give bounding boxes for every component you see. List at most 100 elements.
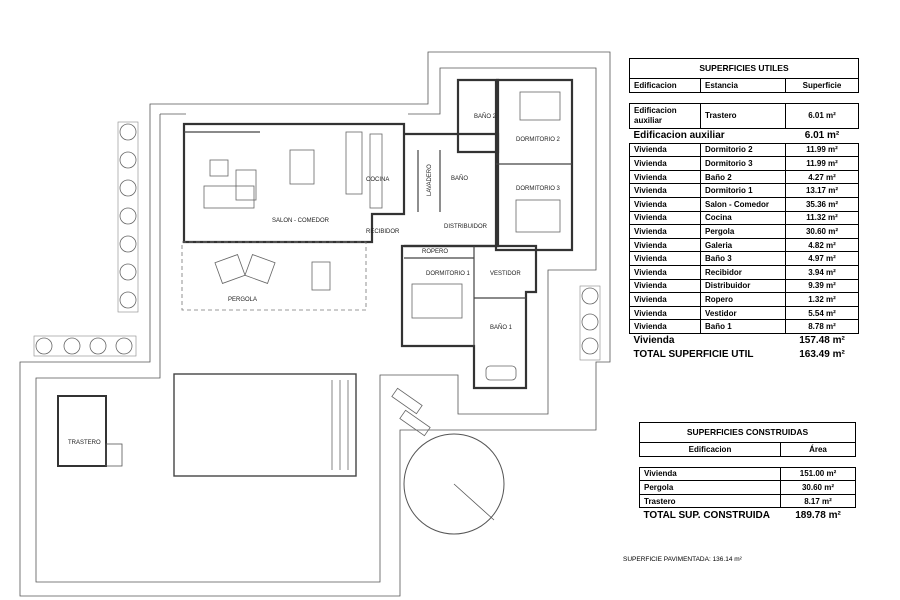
utiles-cell-estancia: Dormitorio 3 <box>700 156 786 171</box>
construidas-total-value: 189.78 m² <box>795 509 841 521</box>
utiles-cell-estancia: Ropero <box>700 292 786 307</box>
utiles-cell-superficie: 11.99 m² <box>785 156 859 171</box>
utiles-cell-superficie: 11.32 m² <box>785 210 859 226</box>
bedroom-wing-wall <box>494 78 574 252</box>
label-salon: SALON - COMEDOR <box>272 218 330 224</box>
superficie-pavimentada-note: SUPERFICIE PAVIMENTADA: 136.14 m² <box>623 556 742 563</box>
label-lavadero: LAVADERO <box>427 164 433 196</box>
construidas-cell-edificacion: Vivienda <box>639 466 781 482</box>
aux-row-estancia: Trastero <box>700 102 786 129</box>
utiles-cell-edificacion: Vivienda <box>629 319 701 334</box>
utiles-cell-edificacion: Vivienda <box>629 142 701 158</box>
utiles-cell-estancia: Pergola <box>700 224 786 239</box>
terrace-outline <box>35 67 597 583</box>
utiles-title: SUPERFICIES UTILES <box>629 58 859 79</box>
utiles-cell-edificacion: Vivienda <box>629 278 701 294</box>
utiles-cell-superficie: 13.17 m² <box>785 183 859 198</box>
label-pergola: PERGOLA <box>228 297 257 303</box>
utiles-cell-estancia: Distribuidor <box>700 278 786 294</box>
trastero-building <box>57 395 107 467</box>
label-dormitorio-2: DORMITORIO 2 <box>516 137 561 143</box>
trees-right <box>581 287 599 355</box>
trees-bottom <box>35 337 133 355</box>
utiles-cell-superficie: 1.32 m² <box>785 292 859 307</box>
utiles-cell-edificacion: Vivienda <box>629 224 701 239</box>
coffee-table <box>209 159 229 177</box>
label-cocina: COCINA <box>366 177 389 183</box>
label-recibidor: RECIBIDOR <box>366 229 400 235</box>
aux-row-sup: 6.01 m² <box>785 102 859 129</box>
utiles-cell-edificacion: Vivienda <box>629 251 701 266</box>
sofa <box>203 185 255 209</box>
bed-2 <box>519 91 561 121</box>
bathtub <box>485 365 517 381</box>
label-ropero: ROPERO <box>422 249 448 255</box>
utiles-cell-estancia: Recibidor <box>700 264 786 280</box>
label-distribuidor: DISTRIBUIDOR <box>444 224 488 230</box>
construidas-cell-edificacion: Trastero <box>639 493 781 509</box>
vivienda-total-value: 157.48 m² <box>799 335 845 347</box>
label-trastero: TRASTERO <box>68 440 101 446</box>
construidas-title: SUPERFICIES CONSTRUIDAS <box>639 422 856 443</box>
living-wall <box>182 122 406 244</box>
utiles-cell-estancia: Galeria <box>700 237 786 253</box>
bed-1 <box>411 283 463 319</box>
utiles-header-edificacion: Edificacion <box>629 78 701 93</box>
trees-left <box>119 123 137 309</box>
sun-loungers <box>391 387 431 437</box>
utiles-header-superficie: Superficie <box>785 78 859 93</box>
kitchen-island <box>345 131 363 195</box>
utiles-cell-superficie: 4.97 m² <box>785 251 859 266</box>
utiles-cell-edificacion: Vivienda <box>629 237 701 253</box>
construidas-header-edificacion: Edificacion <box>639 442 781 457</box>
construidas-table: SUPERFICIES CONSTRUIDAS Edificacion Área… <box>639 422 856 522</box>
utiles-cell-edificacion: Vivienda <box>629 305 701 321</box>
label-bano-1: BAÑO 1 <box>490 324 513 331</box>
construidas-cell-area: 8.17 m² <box>780 493 856 509</box>
label-dormitorio-3: DORMITORIO 3 <box>516 186 561 192</box>
utiles-cell-superficie: 35.36 m² <box>785 196 859 212</box>
grand-total-label: TOTAL SUPERFICIE UTIL <box>633 349 754 361</box>
utiles-cell-edificacion: Vivienda <box>629 169 701 185</box>
aux-total-label: Edificacion auxiliar <box>633 130 725 142</box>
label-vestidor: VESTIDOR <box>490 271 521 277</box>
dining-table <box>289 149 315 185</box>
plot-outline <box>19 51 611 597</box>
utiles-cell-superficie: 30.60 m² <box>785 224 859 239</box>
utiles-cell-superficie: 4.27 m² <box>785 169 859 185</box>
utiles-cell-superficie: 9.39 m² <box>785 278 859 294</box>
utiles-cell-edificacion: Vivienda <box>629 196 701 212</box>
utiles-cell-estancia: Dormitorio 2 <box>700 142 786 158</box>
utiles-cell-estancia: Baño 2 <box>700 169 786 185</box>
utiles-cell-edificacion: Vivienda <box>629 292 701 307</box>
aux-row-edif: Edificacion auxiliar <box>629 102 701 129</box>
label-bano: BAÑO <box>451 175 468 182</box>
utiles-table: SUPERFICIES UTILES Edificacion Estancia … <box>629 58 859 362</box>
utiles-cell-edificacion: Vivienda <box>629 156 701 171</box>
construidas-cell-edificacion: Pergola <box>639 480 781 495</box>
utiles-cell-superficie: 4.82 m² <box>785 237 859 253</box>
pergola-outline <box>181 241 367 311</box>
utiles-cell-superficie: 11.99 m² <box>785 142 859 158</box>
utiles-cell-superficie: 3.94 m² <box>785 264 859 280</box>
utiles-cell-estancia: Vestidor <box>700 305 786 321</box>
bano2-wall <box>456 78 500 154</box>
construidas-cell-area: 151.00 m² <box>780 466 856 482</box>
utiles-cell-estancia: Salon - Comedor <box>700 196 786 212</box>
utiles-cell-estancia: Dormitorio 1 <box>700 183 786 198</box>
utiles-cell-estancia: Cocina <box>700 210 786 226</box>
